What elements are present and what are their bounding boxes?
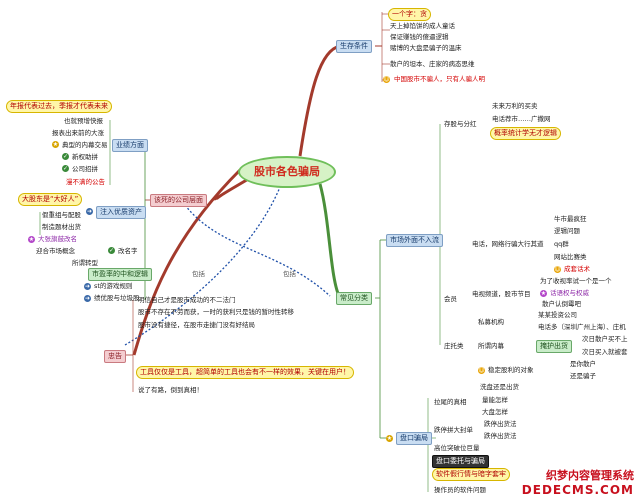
tv: 电视频道，股市节目: [472, 290, 531, 298]
perf-item-2: 报表出来前的大涨: [52, 129, 104, 137]
protect-box: 掩护出货: [536, 340, 572, 353]
star-icon: ★: [28, 236, 35, 243]
inject-note: 大股东是“大好人”: [18, 193, 83, 206]
tick-icon: ✓: [62, 153, 69, 160]
inject-item-1: 假重组与配股: [42, 211, 81, 219]
perf-item-3: 典型的内幕交易: [62, 141, 108, 149]
phone-item-2: 逻辑问题: [554, 227, 580, 235]
pan-a-item-2: 量能怎样: [482, 396, 508, 404]
broker-item-1: 某某投资公司: [538, 311, 577, 319]
pan-a-item-1: 洗盘还是出货: [480, 383, 519, 391]
phone-item-3: qq群: [554, 240, 569, 248]
phone-item-1: 牛市最疯狂: [554, 215, 587, 223]
tick-icon: ✓: [108, 247, 115, 254]
arrow-icon: ➜: [86, 208, 93, 215]
pan-a-item-3: 大盘怎样: [482, 408, 508, 416]
protect-item-2: 次日买入就被套: [582, 348, 628, 356]
smile-icon: ☺: [478, 367, 485, 374]
branch-survival[interactable]: 生存条件: [336, 40, 372, 53]
link-label-1: 包括: [192, 270, 205, 278]
member-label: 会员: [444, 295, 457, 303]
smile-icon: ☺: [383, 76, 390, 83]
survival-word: 一个字：贪: [388, 8, 431, 21]
pan-b-item-2: 跌停出货法: [484, 432, 517, 440]
broker-item-2: 电话多（深圳广州上海）、庄机: [538, 323, 626, 331]
perf-item-4: 新权助拼: [72, 153, 98, 161]
pan-d: 盘口委托与骗局: [432, 455, 489, 468]
board-item-1: st的游戏规则: [94, 282, 133, 290]
buy-warn: 概率统计学无才逻辑: [490, 127, 561, 140]
phone-warn: 成套话术: [564, 265, 590, 273]
warning-last: 说了有路，倒到真相！: [138, 386, 203, 394]
board-item-2: 绩优股与垃圾股: [94, 294, 140, 302]
watermark-line-2: DEDECMS.COM: [521, 483, 634, 497]
warning-item-1: 明信自己才是股市成功的不二法门: [138, 296, 236, 304]
survival-item-4: 散户的坦本、庄家的病态思维: [390, 60, 475, 68]
tv-item-3: 散户认倒霉吧: [542, 300, 581, 308]
pan-b: 跌停拼大封单: [434, 426, 473, 434]
name-item-3: 所谓转型: [72, 259, 98, 267]
watermark-line-1: 织梦内容管理系统: [546, 469, 634, 482]
watermark: 织梦内容管理系统 DEDECMS.COM: [522, 467, 634, 497]
branch-warning[interactable]: 忠告: [104, 350, 126, 363]
survival-warn: 中国股市不骗人，只有人骗人明: [394, 75, 485, 83]
name-item-2: 改名字: [118, 247, 138, 255]
inject-item-2: 制造题材出货: [42, 223, 81, 231]
buy-item-1: 未来万利的买卖: [492, 102, 538, 110]
perf-item-5: 公司招拼: [72, 165, 98, 173]
common-pan[interactable]: 盘口骗局: [396, 432, 432, 445]
mindmap-center[interactable]: 股市各色骗局: [238, 156, 336, 188]
broker: 私募机构: [478, 318, 504, 326]
tv-item-1: 为了收视率试一个是一个: [540, 277, 612, 285]
stable-item-2: 还是骗子: [570, 372, 596, 380]
company-note: 年报代表过去，季报才代表未来: [6, 100, 112, 113]
buy-item-2: 电话荐市……广撒网: [492, 115, 551, 123]
perf-warn: 漫不满的公告: [66, 178, 105, 186]
warning-highlight: 工具仅仅是工具，超简单的工具也会有不一样的效果，关键在用户！: [136, 366, 354, 379]
pan-c: 高位突破位巨量: [434, 444, 480, 452]
phone-item-4: 网站比赛类: [554, 253, 587, 261]
smile-icon: ☺: [554, 266, 561, 273]
branch-common[interactable]: 常见分类: [336, 292, 372, 305]
warning-item-2: 股市不存在不劳而获，一时的获利只是钱的暂时性转移: [138, 308, 294, 316]
tv-item-2: 话语权与权威: [550, 289, 589, 297]
broker-label: 庄托类: [444, 342, 464, 350]
buy-label: 存股与分红: [444, 120, 477, 128]
protect-item-1: 次日散户买不上: [582, 335, 628, 343]
survival-item-3: 赌博的大盘是骗子的温床: [390, 44, 462, 52]
arrow-icon: ➜: [84, 283, 91, 290]
perf-item-1: 也就预增快报: [64, 117, 103, 125]
common-market[interactable]: 市场外面不入流: [386, 234, 443, 247]
company-perf[interactable]: 业绩方面: [112, 139, 148, 152]
arrow-icon: ➜: [84, 295, 91, 302]
pan-b-item-1: 跌停出货法: [484, 420, 517, 428]
star-icon: ★: [386, 435, 393, 442]
pan-f: 操作员的软件问题: [434, 486, 486, 494]
stable: 稳定股利的对象: [488, 366, 534, 374]
pan-e: 软件假行情与暗字套牢: [432, 468, 510, 481]
survival-item-1: 天上掉馅饼的成人童话: [390, 22, 455, 30]
phone: 电话，网络行骗大行其道: [472, 240, 544, 248]
protect: 所谓内幕: [478, 342, 504, 350]
stable-item-1: 是你散户: [570, 360, 596, 368]
name-change: 大张旗鼓改名: [38, 235, 77, 243]
pan-a: 拉尾的真相: [434, 398, 467, 406]
survival-item-2: 保证赚钱的傻逼逻辑: [390, 33, 449, 41]
warning-item-3: 股市没有捷径，在股市走捷门没有好结局: [138, 321, 255, 329]
company-inject[interactable]: 注入优质资产: [96, 206, 146, 219]
company-board[interactable]: 市盈率的中和逻辑: [88, 268, 152, 281]
tick-icon: ✓: [62, 165, 69, 172]
star-icon: ★: [540, 290, 547, 297]
star-icon: ★: [52, 141, 59, 148]
name-item-1: 迎合市场概念: [36, 247, 75, 255]
link-label-2: 包括: [283, 270, 296, 278]
branch-company[interactable]: 该死的公司层面: [150, 194, 207, 207]
